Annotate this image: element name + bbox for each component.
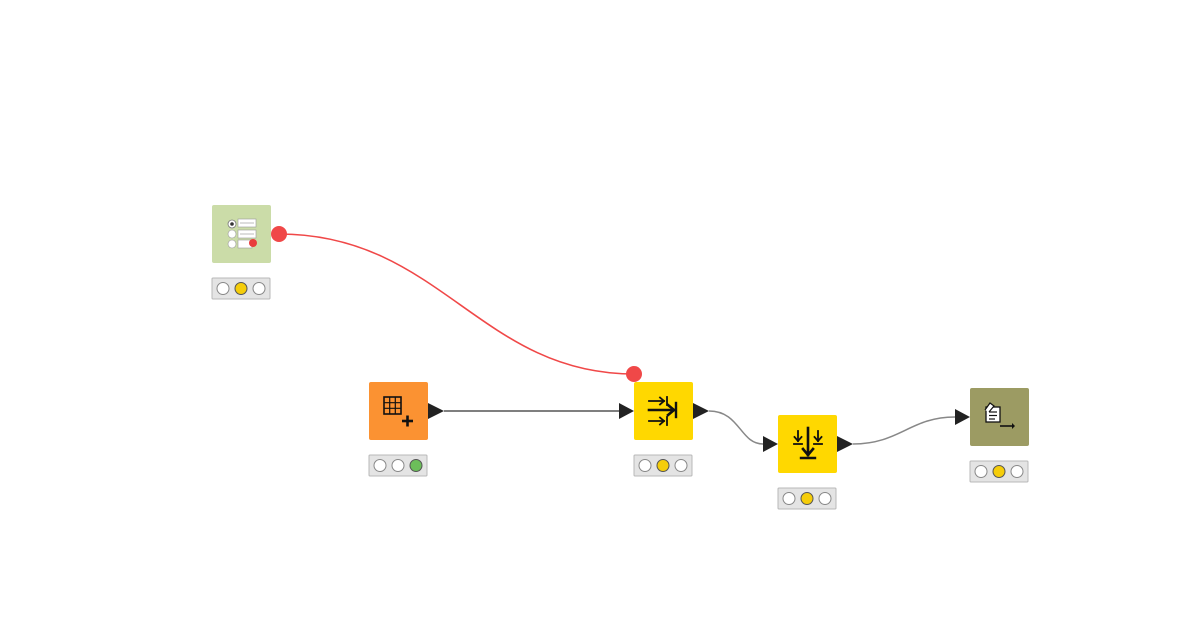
node-row-filter[interactable] xyxy=(763,415,853,510)
table-creator-icon xyxy=(383,396,413,427)
node-status-traffic-light xyxy=(969,460,1029,483)
node-column-filter[interactable] xyxy=(619,382,709,477)
row-filter-icon xyxy=(793,426,823,460)
status-light-green xyxy=(252,282,266,295)
output-port-triangle[interactable] xyxy=(837,436,853,452)
status-light-yellow xyxy=(391,459,405,472)
data-connection[interactable] xyxy=(852,416,956,445)
status-light-red xyxy=(974,465,988,478)
status-light-red xyxy=(373,459,387,472)
node-config[interactable] xyxy=(211,205,271,300)
table-writer-icon xyxy=(984,402,1015,429)
status-light-red xyxy=(216,282,230,295)
status-light-green xyxy=(1010,465,1024,478)
flow-variable-connection[interactable] xyxy=(278,233,635,375)
status-light-green xyxy=(409,459,423,472)
column-filter-icon xyxy=(647,396,678,426)
node-output[interactable] xyxy=(955,388,1029,483)
status-light-red xyxy=(638,459,652,472)
status-light-red xyxy=(782,492,796,505)
input-port-triangle[interactable] xyxy=(763,436,778,452)
output-port-triangle[interactable] xyxy=(693,403,709,419)
status-light-yellow xyxy=(800,492,814,505)
status-light-green xyxy=(818,492,832,505)
status-light-yellow xyxy=(656,459,670,472)
node-status-traffic-light xyxy=(777,487,837,510)
node-status-traffic-light xyxy=(368,454,428,477)
node-status-traffic-light xyxy=(211,277,271,300)
node-table-creator[interactable] xyxy=(368,382,444,477)
flow-variable-out-port[interactable] xyxy=(271,226,287,242)
data-connection[interactable] xyxy=(708,410,764,445)
status-light-yellow xyxy=(234,282,248,295)
status-light-green xyxy=(674,459,688,472)
flow-variable-in-port[interactable] xyxy=(626,366,642,382)
node-body[interactable] xyxy=(369,382,428,440)
output-port-triangle[interactable] xyxy=(428,403,444,419)
single-selection-configuration-icon xyxy=(227,218,257,249)
status-light-yellow xyxy=(992,465,1006,478)
input-port-triangle[interactable] xyxy=(619,403,634,419)
node-status-traffic-light xyxy=(633,454,693,477)
input-port-triangle[interactable] xyxy=(955,409,970,425)
